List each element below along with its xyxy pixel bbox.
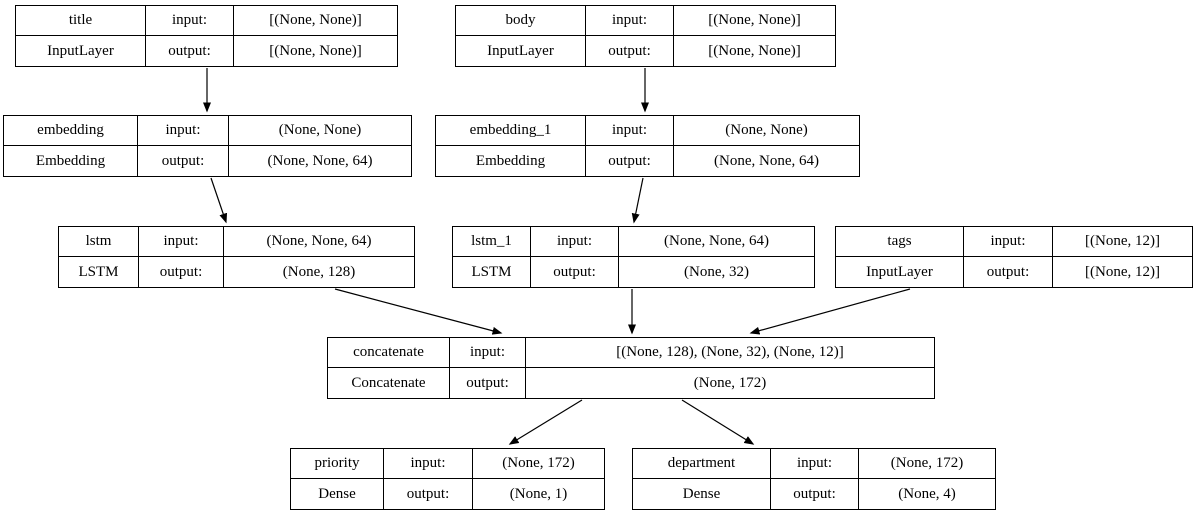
input-shape: (None, 172) xyxy=(473,449,604,479)
node-tags: tags input: [(None, 12)] InputLayer outp… xyxy=(835,226,1193,288)
layer-type: InputLayer xyxy=(16,36,146,66)
edge-tags-concatenate xyxy=(749,288,911,335)
layer-type: Embedding xyxy=(4,146,138,176)
input-label: input: xyxy=(139,227,224,257)
edge-embedding-lstm xyxy=(210,177,228,224)
node-body: body input: [(None, None)] InputLayer ou… xyxy=(455,5,836,67)
input-label: input: xyxy=(964,227,1053,257)
layer-type: Embedding xyxy=(436,146,586,176)
input-label: input: xyxy=(586,6,674,36)
output-shape: [(None, None)] xyxy=(708,42,801,59)
edge-lstm-concatenate xyxy=(334,288,503,335)
input-shape: [(None, 128), (None, 32), (None, 12)] xyxy=(526,338,934,368)
output-label: output: xyxy=(384,479,473,509)
layer-type: LSTM xyxy=(59,257,139,287)
layer-name: lstm_1 xyxy=(453,227,531,257)
input-shape: [(None, None)] xyxy=(234,6,397,36)
layer-name: concatenate xyxy=(328,338,450,368)
layer-name: embedding xyxy=(4,116,138,146)
output-shape: (None, None, 64) xyxy=(714,152,819,169)
output-shape: (None, 32) xyxy=(684,263,749,280)
output-shape: (None, 4) xyxy=(898,485,956,502)
edge-embedding_1-lstm_1 xyxy=(631,177,644,224)
node-department: department input: (None, 172) Dense outp… xyxy=(632,448,996,510)
node-embedding_1: embedding_1 input: (None, None) Embeddin… xyxy=(435,115,860,177)
edge-concatenate-department xyxy=(681,399,755,445)
layer-type: LSTM xyxy=(453,257,531,287)
output-label: output: xyxy=(771,479,859,509)
output-label: output: xyxy=(138,146,229,176)
layer-type: Dense xyxy=(291,479,384,509)
input-shape: [(None, 12)] xyxy=(1053,227,1192,257)
layer-type: Dense xyxy=(633,479,771,509)
output-shape: (None, 128) xyxy=(282,263,356,280)
node-lstm_1: lstm_1 input: (None, None, 64) LSTM outp… xyxy=(452,226,815,288)
layer-type: Concatenate xyxy=(328,368,450,398)
layer-name: title xyxy=(16,6,146,36)
input-shape: (None, None, 64) xyxy=(224,227,414,257)
layer-name: embedding_1 xyxy=(436,116,586,146)
input-shape: (None, None) xyxy=(674,116,859,146)
output-label: output: xyxy=(964,257,1053,287)
layer-name: tags xyxy=(836,227,964,257)
input-label: input: xyxy=(146,6,234,36)
input-label: input: xyxy=(138,116,229,146)
input-label: input: xyxy=(531,227,619,257)
input-label: input: xyxy=(384,449,473,479)
node-title: title input: [(None, None)] InputLayer o… xyxy=(15,5,398,67)
edge-concatenate-priority xyxy=(508,399,583,445)
input-label: input: xyxy=(586,116,674,146)
input-shape: (None, None, 64) xyxy=(619,227,814,257)
node-lstm: lstm input: (None, None, 64) LSTM output… xyxy=(58,226,415,288)
output-label: output: xyxy=(531,257,619,287)
layer-name: priority xyxy=(291,449,384,479)
input-shape: (None, 172) xyxy=(859,449,995,479)
layer-type: InputLayer xyxy=(836,257,964,287)
output-shape: (None, None, 64) xyxy=(267,152,373,169)
input-label: input: xyxy=(450,338,526,368)
input-shape: (None, None) xyxy=(229,116,411,146)
output-shape: (None, 1) xyxy=(509,485,568,502)
output-label: output: xyxy=(146,36,234,66)
node-concatenate: concatenate input: [(None, 128), (None, … xyxy=(327,337,935,399)
node-priority: priority input: (None, 172) Dense output… xyxy=(290,448,605,510)
input-shape: [(None, None)] xyxy=(674,6,835,36)
layer-name: lstm xyxy=(59,227,139,257)
output-label: output: xyxy=(450,368,526,398)
input-label: input: xyxy=(771,449,859,479)
layer-name: body xyxy=(456,6,586,36)
layer-type: InputLayer xyxy=(456,36,586,66)
output-label: output: xyxy=(586,146,674,176)
output-shape: [(None, None)] xyxy=(269,42,362,59)
layer-name: department xyxy=(633,449,771,479)
node-embedding: embedding input: (None, None) Embedding … xyxy=(3,115,412,177)
output-shape: [(None, 12)] xyxy=(1085,263,1160,280)
output-label: output: xyxy=(586,36,674,66)
output-shape: (None, 172) xyxy=(693,374,767,391)
output-label: output: xyxy=(139,257,224,287)
